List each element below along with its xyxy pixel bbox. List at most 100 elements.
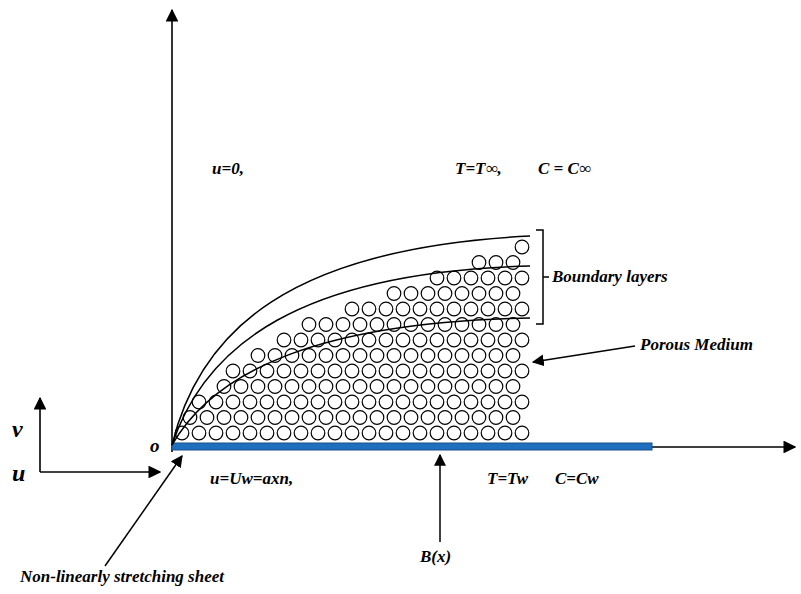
particle — [243, 395, 257, 409]
particle — [370, 318, 384, 332]
particle — [251, 380, 265, 394]
particle — [481, 364, 495, 378]
axis-label: v — [12, 416, 23, 442]
particle — [362, 426, 376, 440]
particle — [209, 426, 223, 440]
particle — [489, 349, 503, 363]
particle — [277, 333, 291, 347]
u-direction-arrow — [40, 471, 160, 473]
far-field-temperature: T=T∞, — [455, 160, 502, 179]
particle — [481, 302, 495, 316]
particle — [430, 364, 444, 378]
particle — [506, 380, 520, 394]
particle — [379, 302, 393, 316]
particle — [447, 271, 461, 285]
particle — [421, 411, 435, 425]
particle — [294, 426, 308, 440]
particle — [438, 318, 452, 332]
wall-temperature: T=Tw — [487, 470, 528, 489]
particle — [515, 271, 529, 285]
particle — [447, 395, 461, 409]
particle — [353, 349, 367, 363]
particle — [464, 271, 478, 285]
particle — [515, 240, 529, 254]
particle — [515, 302, 529, 316]
leader-line — [439, 455, 441, 542]
leader-line — [105, 456, 182, 566]
particle — [319, 349, 333, 363]
particle — [464, 364, 478, 378]
particle — [455, 411, 469, 425]
particle — [396, 364, 410, 378]
particle — [481, 271, 495, 285]
particle — [396, 302, 410, 316]
particle — [302, 318, 316, 332]
particle — [498, 302, 512, 316]
magnetic-field-label: B(x) — [420, 548, 451, 567]
particle — [311, 426, 325, 440]
particle — [455, 380, 469, 394]
particle — [234, 380, 248, 394]
particle — [192, 426, 206, 440]
particle — [464, 395, 478, 409]
particle — [362, 302, 376, 316]
particle — [447, 302, 461, 316]
particle — [362, 333, 376, 347]
medium-label: Porous Medium — [640, 336, 753, 355]
particle — [328, 364, 342, 378]
y-axis — [171, 10, 173, 452]
leader-line — [533, 346, 635, 362]
origin-label: o — [150, 436, 160, 457]
particle — [481, 395, 495, 409]
particle — [336, 349, 350, 363]
particle — [353, 318, 367, 332]
particle — [319, 318, 333, 332]
v-direction-arrow — [39, 398, 41, 472]
particle — [200, 411, 214, 425]
particle — [472, 287, 486, 301]
particle — [345, 426, 359, 440]
particle — [447, 364, 461, 378]
particle — [302, 380, 316, 394]
particle — [294, 395, 308, 409]
particle — [489, 380, 503, 394]
particle — [430, 333, 444, 347]
particle — [489, 411, 503, 425]
particle — [515, 364, 529, 378]
particle — [243, 426, 257, 440]
particle — [302, 349, 316, 363]
particle — [472, 411, 486, 425]
particle — [217, 411, 231, 425]
particle — [396, 395, 410, 409]
particle — [302, 411, 316, 425]
particle — [404, 349, 418, 363]
particle — [260, 395, 274, 409]
particle — [472, 380, 486, 394]
particle — [430, 426, 444, 440]
particle — [464, 302, 478, 316]
particle — [506, 318, 520, 332]
particle — [413, 426, 427, 440]
particle — [438, 380, 452, 394]
particle — [294, 364, 308, 378]
particle — [506, 349, 520, 363]
boundary-layer-curves — [172, 236, 530, 445]
particle — [328, 426, 342, 440]
particle — [498, 271, 512, 285]
particle — [353, 380, 367, 394]
particle — [387, 380, 401, 394]
particle — [319, 411, 333, 425]
particle — [345, 302, 359, 316]
wall-velocity: u=Uw=axn, — [210, 470, 293, 489]
particle — [226, 426, 240, 440]
particle — [498, 395, 512, 409]
bracket — [536, 230, 549, 324]
particle — [413, 333, 427, 347]
particle — [404, 411, 418, 425]
particle — [353, 411, 367, 425]
particle — [362, 395, 376, 409]
particle — [455, 318, 469, 332]
particle — [336, 411, 350, 425]
